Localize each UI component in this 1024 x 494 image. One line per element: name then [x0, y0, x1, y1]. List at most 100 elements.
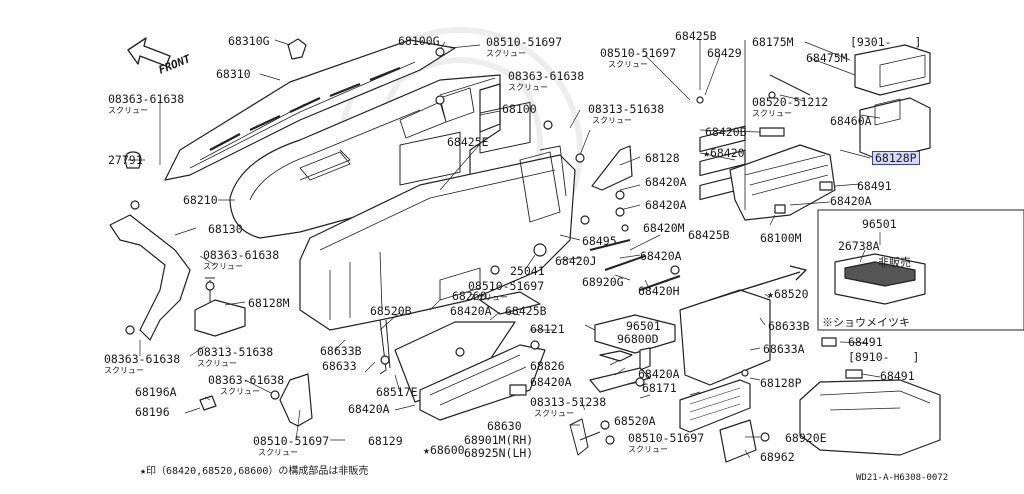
- callout-68128[interactable]: 68128: [645, 151, 680, 165]
- glove-box-68600: [394, 291, 601, 456]
- callout-68128M[interactable]: 68128M: [248, 296, 290, 310]
- upper-pad-68310: [164, 38, 456, 181]
- footnote: ★印（68420,68520,68600）の構成部品は非販売: [140, 466, 369, 477]
- callout-96501[interactable]: 96501: [626, 319, 661, 333]
- callout-68520[interactable]: ★68520: [767, 287, 809, 301]
- callout-08313-51638-b[interactable]: 08313-51638: [588, 102, 665, 116]
- callout-68826[interactable]: 68826: [530, 359, 565, 373]
- callout-68425B-b[interactable]: 68425B: [688, 228, 730, 242]
- dashboard-shell-68210: [229, 74, 501, 239]
- callout-68129[interactable]: 68129: [368, 434, 403, 448]
- callout-68128P-a[interactable]: 68128P: [760, 376, 802, 390]
- callout-25041[interactable]: 25041: [510, 264, 545, 278]
- callout-68600[interactable]: ★68600: [423, 443, 465, 457]
- callout-27791[interactable]: 27791: [108, 153, 143, 167]
- callout-68121[interactable]: 68121: [530, 322, 565, 336]
- inset-part-96501[interactable]: 96501: [862, 217, 897, 231]
- callout-68420A-g[interactable]: 68420A: [638, 367, 680, 381]
- callout-68920G[interactable]: 68920G: [582, 275, 624, 289]
- callout-68420J[interactable]: 68420J: [555, 254, 597, 268]
- callout-68633B-a[interactable]: 68633B: [320, 344, 362, 358]
- callout-68425B-a[interactable]: 68425B: [675, 29, 717, 43]
- callout-08510-51697-e[interactable]: 08510-51697: [628, 431, 705, 445]
- callout-68425E[interactable]: 68425E: [447, 135, 489, 149]
- callout-68520B[interactable]: 68520B: [370, 304, 412, 318]
- inset-not-sold-label: 非販売: [878, 256, 911, 269]
- callout-68420A-b[interactable]: 68420A: [645, 198, 687, 212]
- callout-08510-51697-a[interactable]: 08510-51697: [253, 434, 330, 448]
- callout-96800D[interactable]: 96800D: [617, 332, 659, 346]
- callout-08363-61638-c[interactable]: 08363-61638: [104, 352, 181, 366]
- callout-68460A[interactable]: 68460A: [830, 114, 872, 128]
- callout-68420H[interactable]: 68420H: [638, 284, 680, 298]
- callout-68520A[interactable]: 68520A: [614, 414, 656, 428]
- callout-screw-note: スクリュー: [628, 445, 668, 454]
- callout-08510-51697-b[interactable]: 08510-51697: [486, 35, 563, 49]
- callout-68260[interactable]: 68260: [452, 289, 487, 303]
- callout-68196A[interactable]: 68196A: [135, 385, 177, 399]
- center-cluster-parts: [533, 145, 681, 393]
- callout-screw-note: スクリュー: [258, 448, 298, 457]
- callout-screw-note: スクリュー: [468, 293, 508, 302]
- callout-68491-b[interactable]: 68491: [848, 335, 883, 349]
- callout-68175M[interactable]: 68175M: [752, 35, 794, 49]
- callout-68420A-e[interactable]: 68420A: [348, 402, 390, 416]
- callout-68420A-d[interactable]: 68420A: [450, 304, 492, 318]
- screws: [125, 47, 776, 445]
- center-bezel-68520: [679, 125, 771, 463]
- callout-screw-note: スクリュー: [486, 49, 526, 58]
- callout-68925N-LH[interactable]: 68925N(LH): [464, 446, 534, 460]
- callout-68901M-RH[interactable]: 68901M(RH): [464, 433, 534, 447]
- callout-68171[interactable]: 68171: [642, 381, 677, 395]
- lower-left-brackets: [199, 319, 391, 427]
- callout-68310[interactable]: 68310: [216, 67, 251, 81]
- date-range-9301: [9301- ]: [850, 35, 922, 49]
- callout-68420M[interactable]: 68420M: [643, 221, 685, 235]
- callout-68100G[interactable]: 68100G: [398, 34, 440, 48]
- callout-68130[interactable]: 68130: [208, 222, 243, 236]
- callout-screw-note: スクリュー: [592, 116, 632, 125]
- callout-68210[interactable]: 68210: [183, 193, 218, 207]
- callout-68420A-a[interactable]: 68420A: [645, 175, 687, 189]
- callout-68420A-c[interactable]: 68420A: [640, 249, 682, 263]
- callout-08363-61638-e[interactable]: 08363-61638: [508, 69, 585, 83]
- inset-box: [817, 209, 1024, 331]
- callout-08363-61638-b[interactable]: 08363-61638: [203, 248, 280, 262]
- callout-68100[interactable]: 68100: [502, 102, 537, 116]
- inset-part-26738A[interactable]: 26738A: [838, 239, 880, 253]
- callout-68633[interactable]: 68633: [322, 359, 357, 373]
- callout-08313-51638-a[interactable]: 08313-51638: [197, 345, 274, 359]
- callout-68633B-b[interactable]: 68633B: [768, 319, 810, 333]
- callout-68517E[interactable]: 68517E: [376, 385, 418, 399]
- inset-arrow: [709, 265, 807, 301]
- callout-68420A-f[interactable]: 68420A: [530, 375, 572, 389]
- callout-08363-61638-d[interactable]: 08363-61638: [208, 373, 285, 387]
- callout-68420[interactable]: ★68420: [703, 146, 745, 160]
- callout-68100M[interactable]: 68100M: [760, 231, 802, 245]
- callout-screw-note: スクリュー: [752, 109, 792, 118]
- callout-68495[interactable]: 68495: [582, 234, 617, 248]
- callout-68475M[interactable]: 68475M: [806, 51, 848, 65]
- callout-screw-note: スクリュー: [608, 60, 648, 69]
- callout-68491-c[interactable]: 68491: [880, 369, 915, 383]
- callout-68420A-h[interactable]: 68420A: [830, 194, 872, 208]
- callout-68630[interactable]: 68630: [487, 419, 522, 433]
- callout-68962[interactable]: 68962: [760, 450, 795, 464]
- callout-68196[interactable]: 68196: [135, 405, 170, 419]
- callout-68429[interactable]: 68429: [707, 46, 742, 60]
- callout-68420B[interactable]: 68420B: [705, 125, 747, 139]
- callout-68491-a[interactable]: 68491: [857, 179, 892, 193]
- callout-08520-51212[interactable]: 08520-51212: [752, 95, 829, 109]
- callout-68128P-highlighted[interactable]: 68128P: [872, 151, 920, 165]
- callout-68310G[interactable]: 68310G: [228, 34, 270, 48]
- callout-68425B-c[interactable]: 68425B: [505, 304, 547, 318]
- callout-08313-51238[interactable]: 08313-51238: [530, 395, 607, 409]
- callout-68633A[interactable]: 68633A: [763, 342, 805, 356]
- callout-08363-61638-a[interactable]: 08363-61638: [108, 92, 185, 106]
- date-range-8910: [8910- ]: [848, 350, 920, 364]
- callout-68920E[interactable]: 68920E: [785, 431, 827, 445]
- callout-08510-51697-d[interactable]: 08510-51697: [468, 279, 545, 293]
- callout-08510-51697-c[interactable]: 08510-51697: [600, 46, 677, 60]
- left-panel-68128M: [194, 299, 246, 337]
